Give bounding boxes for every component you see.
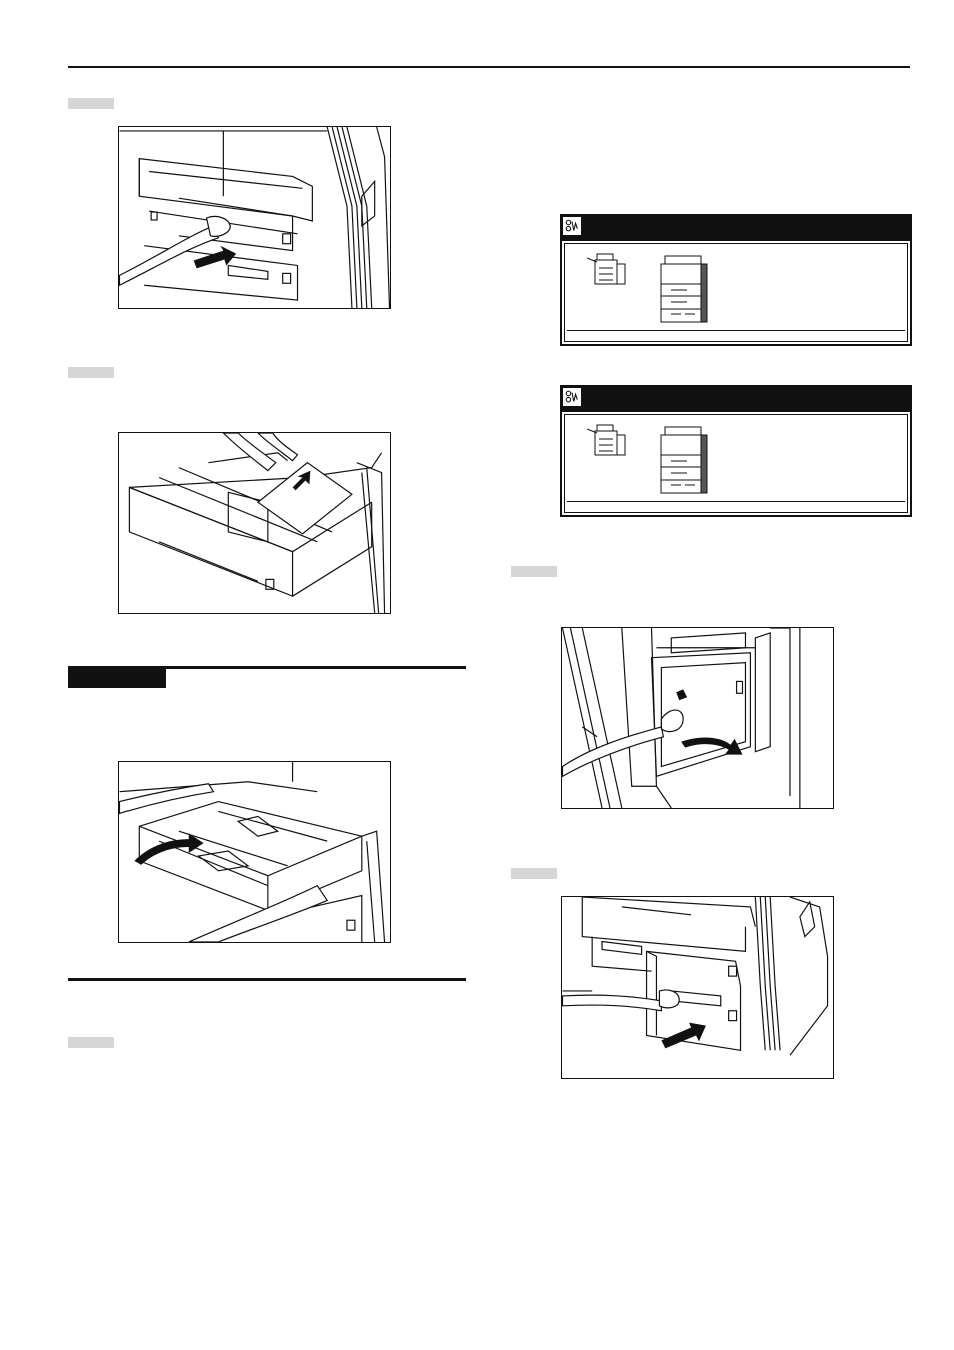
figure-open-side-cover <box>561 627 834 809</box>
step-tab <box>511 566 557 577</box>
figure-load-paper <box>118 432 391 614</box>
opening-side-cover-illustration <box>562 628 833 808</box>
step-tab <box>511 868 557 879</box>
hand-pulling-drawer-illustration <box>119 127 390 308</box>
copier-large-icon <box>657 425 709 497</box>
loading-paper-illustration <box>119 433 390 613</box>
panel-header <box>560 385 912 411</box>
copier-large-icon <box>657 254 709 326</box>
figure-pull-lower-drawer <box>561 896 834 1079</box>
panel-header <box>560 214 912 240</box>
panel-divider <box>567 330 905 331</box>
panel-misfeed-2 <box>560 410 912 517</box>
step-tab <box>68 98 114 109</box>
paper-jam-icon <box>563 217 581 235</box>
step-tab <box>68 367 114 378</box>
paper-jam-icon <box>563 388 581 406</box>
panel-divider <box>567 501 905 502</box>
lifting-drawer-illustration <box>119 762 390 942</box>
note-bottom-rule <box>68 978 466 981</box>
copier-small-icon <box>587 421 631 467</box>
header-rule <box>68 66 910 68</box>
step-tab <box>68 1037 114 1048</box>
panel-misfeed-1 <box>560 239 912 346</box>
pulling-lower-drawer-illustration <box>562 897 833 1078</box>
figure-pull-drawer <box>118 126 391 309</box>
note-label <box>68 668 166 688</box>
copier-small-icon <box>587 250 631 296</box>
figure-remove-drawer <box>118 761 391 943</box>
